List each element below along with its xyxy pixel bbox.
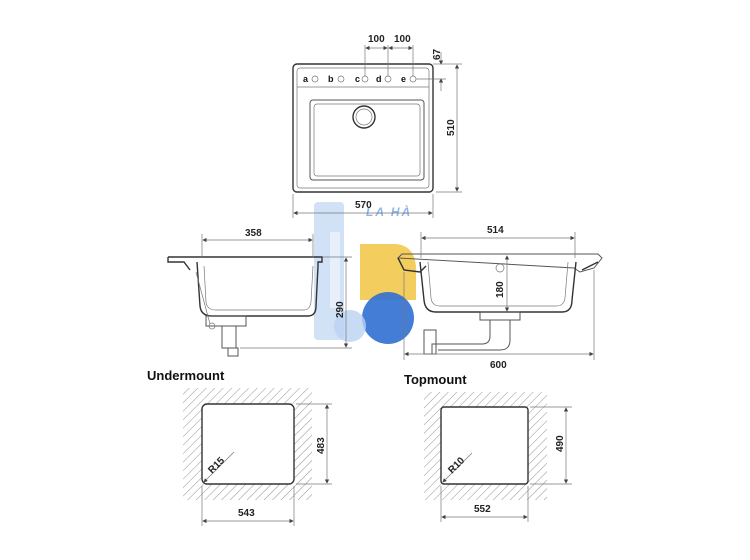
watermark-text: LA HÀ [366,204,412,219]
tap-hole-b: b [328,74,345,84]
dim-hole-spacing-1: 100 [368,34,385,45]
undermount-radius: R15 [206,455,227,476]
undermount-title: Undermount [147,368,225,383]
undermount-cutout: Undermount R15 483 543 [147,368,332,526]
tap-hole-e: e [401,74,417,84]
tap-hole-label: e [401,74,406,84]
dim-bowl-length: 358 [245,228,262,239]
dim-depth: 510 [446,119,457,136]
top-view: a b c d e 100 100 67 [292,34,462,218]
tap-hole-icon [384,75,392,83]
drain-hole-icon [352,105,376,129]
topmount-radius: R10 [446,455,467,476]
tap-hole-icon [361,75,369,83]
tap-hole-label: c [355,74,360,84]
topmount-dim-width: 552 [474,504,491,515]
tap-hole-icon [409,75,417,83]
topmount-title: Topmount [404,372,467,387]
tap-hole-icon [337,75,345,83]
undermount-dim-height: 483 [316,437,327,454]
tap-hole-label: d [376,74,382,84]
front-view: 514 180 600 [396,225,603,371]
dim-bowl-width: 514 [487,225,504,236]
tap-hole-c: c [355,74,369,84]
watermark-logo: LA HÀ [314,202,416,344]
undermount-dim-width: 543 [238,508,255,519]
dim-width: 570 [355,200,372,211]
dim-hole-spacing-2: 100 [394,34,411,45]
topmount-cutout: Topmount R10 490 552 [404,372,572,522]
dim-front-height: 180 [495,281,506,298]
topmount-dim-height: 490 [555,435,566,452]
dim-hole-offset: 67 [432,48,443,60]
tap-hole-icon [311,75,319,83]
dim-height: 290 [335,301,346,318]
side-view: 358 290 [167,228,352,357]
tap-hole-label: a [303,74,309,84]
dim-overall-width: 600 [490,360,507,371]
tap-hole-a: a [303,74,319,84]
tap-hole-d: d [376,74,392,84]
tap-hole-label: b [328,74,334,84]
